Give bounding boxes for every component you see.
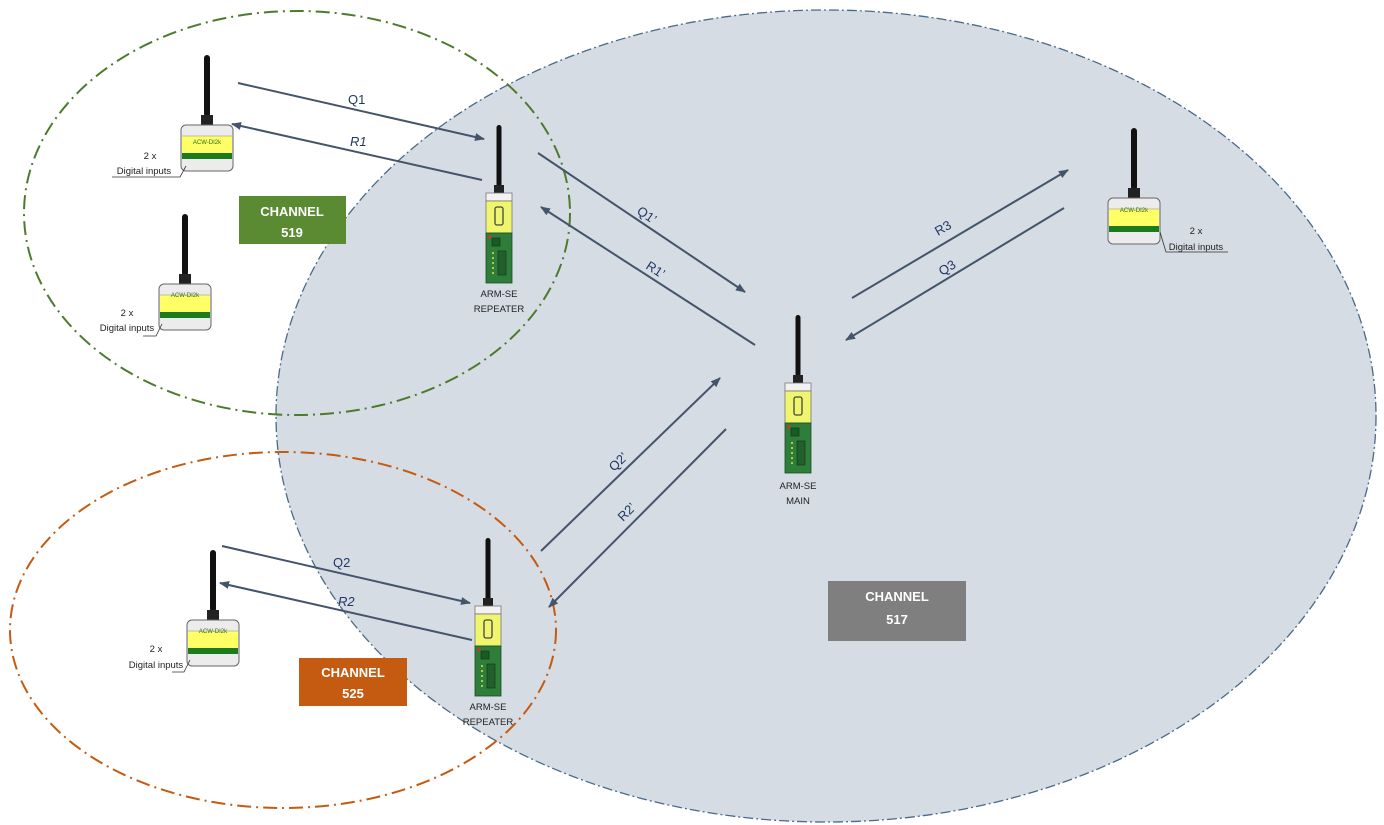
svg-text:CHANNEL: CHANNEL: [321, 665, 385, 680]
svg-text:2 x: 2 x: [121, 308, 134, 319]
arrow-r2p: [548, 428, 727, 608]
sensor-right: ACW-DI2k 2 x Digital inputs: [1107, 127, 1228, 253]
svg-text:CHANNEL: CHANNEL: [865, 589, 929, 604]
svg-text:MAIN: MAIN: [786, 496, 810, 507]
sensor-top-left: ACW-DI2k 2 x Digital inputs: [112, 54, 234, 178]
svg-text:REPEATER: REPEATER: [463, 717, 514, 728]
svg-text:ACW-DI2k: ACW-DI2k: [1120, 208, 1149, 214]
svg-text:ARM-SE: ARM-SE: [780, 481, 817, 492]
label-q1: Q1: [348, 92, 365, 107]
svg-text:REPEATER: REPEATER: [474, 304, 525, 315]
sensor-bottom-left: ACW-DI2k 2 x Digital inputs: [129, 549, 240, 673]
svg-text:ACW-DI2k: ACW-DI2k: [199, 629, 228, 635]
channel-517-label: CHANNEL 517: [828, 581, 966, 641]
channel-519-label: CHANNEL 519: [239, 196, 346, 244]
svg-text:2 x: 2 x: [1190, 226, 1203, 237]
label-r2: R2: [338, 594, 355, 609]
svg-text:ARM-SE: ARM-SE: [470, 702, 507, 713]
svg-text:2 x: 2 x: [150, 644, 163, 655]
svg-text:Digital inputs: Digital inputs: [100, 323, 155, 334]
channel-517-zone: [275, 9, 1377, 823]
sensor-mid-left: ACW-DI2k 2 x Digital inputs: [100, 213, 212, 337]
svg-text:2 x: 2 x: [144, 151, 157, 162]
label-q2: Q2: [333, 555, 350, 570]
svg-text:ARM-SE: ARM-SE: [481, 289, 518, 300]
svg-text:ACW-DI2k: ACW-DI2k: [193, 140, 222, 146]
arrow-r3: [851, 169, 1069, 299]
svg-text:Digital inputs: Digital inputs: [1169, 242, 1224, 253]
arm-se-repeater-bottom: ARM-SE REPEATER: [463, 537, 514, 728]
channel-525-label: CHANNEL 525: [299, 658, 407, 706]
link-arrows: [219, 82, 1069, 641]
arrow-r2: [219, 581, 473, 641]
channel-519-zone: [23, 10, 571, 416]
svg-text:Digital inputs: Digital inputs: [129, 660, 184, 671]
svg-text:Digital inputs: Digital inputs: [117, 166, 172, 177]
svg-text:519: 519: [281, 225, 303, 240]
arrow-q2p: [540, 377, 721, 552]
channel-525-zone: [9, 451, 557, 809]
label-r3: R3: [932, 217, 954, 238]
arrow-q2: [221, 545, 471, 605]
label-r1: R1: [350, 134, 367, 149]
svg-text:517: 517: [886, 612, 908, 627]
arrow-r1p: [540, 206, 756, 346]
arrow-q1p: [537, 152, 746, 293]
svg-text:CHANNEL: CHANNEL: [260, 204, 324, 219]
arm-se-repeater-top: ARM-SE REPEATER: [474, 124, 525, 315]
arrow-r1: [231, 122, 483, 181]
svg-text:525: 525: [342, 686, 364, 701]
svg-text:ACW-DI2k: ACW-DI2k: [171, 293, 200, 299]
arrow-q1: [237, 82, 485, 141]
arm-se-main: ARM-SE MAIN: [780, 314, 817, 507]
arrow-q3: [845, 207, 1065, 341]
